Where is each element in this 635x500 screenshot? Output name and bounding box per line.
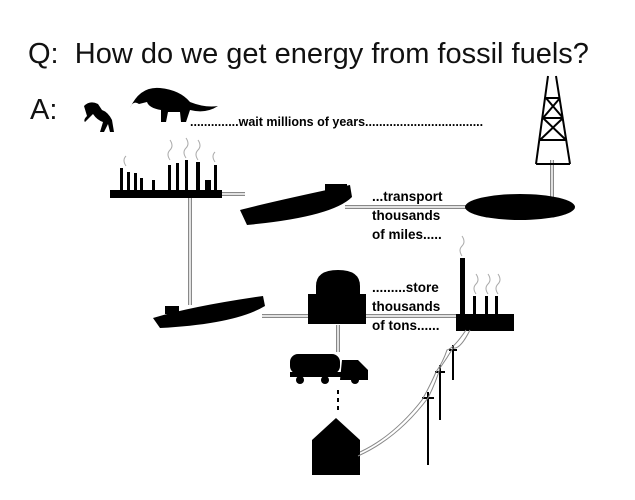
step-wait-label: ..............wait millions of years....… <box>190 115 484 129</box>
transmission-poles-icon <box>422 345 457 465</box>
storage-tank-icon <box>308 270 366 324</box>
power-plant-icon <box>456 258 514 331</box>
store-line-3: of tons...... <box>372 318 440 333</box>
house-icon <box>312 418 360 475</box>
transport-line-2: thousands <box>372 208 441 223</box>
transport-line-3: of miles..... <box>372 227 442 242</box>
dinosaurs-icon <box>84 87 218 132</box>
question-prefix: Q: <box>28 38 59 70</box>
question-text: How do we get energy from fossil fuels? <box>74 38 589 70</box>
tanker-truck-icon <box>290 354 368 384</box>
question-heading: Q: How do we get energy from fossil fuel… <box>28 38 589 71</box>
store-line-2: thousands <box>372 299 441 314</box>
transport-line-1: ...transport <box>372 189 443 204</box>
oil-derrick-icon <box>535 75 571 165</box>
answer-prefix: A: <box>30 94 58 126</box>
step-transport-label: ...transport thousands of miles..... <box>372 187 443 244</box>
oil-deposit-icon <box>465 194 575 220</box>
store-line-1: .........store <box>372 280 439 295</box>
barge-icon <box>153 296 265 328</box>
refinery-icon <box>110 160 222 198</box>
oil-tanker-icon <box>240 184 352 225</box>
step-store-label: .........store thousands of tons...... <box>372 278 440 335</box>
